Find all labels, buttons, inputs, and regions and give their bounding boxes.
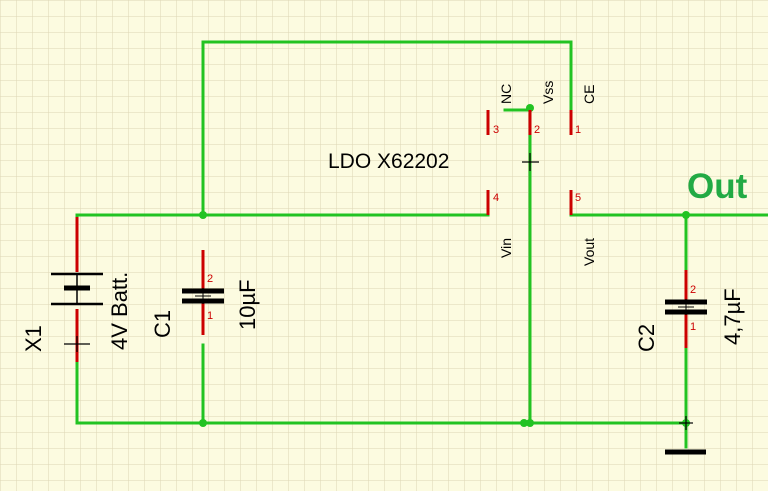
pin-number-vin: 4 (493, 192, 499, 204)
pin-number-vout: 5 (575, 192, 581, 204)
c1-pin-bottom: 1 (207, 310, 213, 322)
capacitor-symbol-icon (182, 250, 224, 335)
pin-number-ce: 1 (575, 124, 581, 136)
c2-pin-bottom: 1 (690, 321, 696, 333)
junction-node (682, 211, 690, 219)
capacitor-c1[interactable]: 2 1 C1 10µF (150, 250, 260, 338)
c1-value: 10µF (235, 279, 260, 330)
pin-name-vin: Vin (498, 238, 514, 258)
junction-node (199, 419, 207, 427)
junction-node (526, 104, 534, 112)
c1-ref: C1 (150, 310, 175, 338)
battery-symbol-icon (51, 217, 103, 362)
pin-name-ce: CE (581, 85, 597, 104)
pin-number-vss: 2 (534, 124, 540, 136)
junction-node (520, 419, 528, 427)
battery-x1[interactable]: 4V Batt. X1 (21, 217, 132, 362)
capacitor-symbol-icon (665, 270, 707, 348)
pin-name-vout: Vout (581, 238, 597, 266)
battery-value: 4V Batt. (107, 272, 132, 350)
regulator-name: LDO X62202 (328, 150, 449, 173)
c2-pin-top: 2 (690, 284, 696, 296)
c2-value: 4,7µF (720, 288, 745, 345)
ground-symbol-icon (665, 416, 706, 455)
c2-ref: C2 (634, 324, 659, 352)
junction-nodes (199, 104, 690, 427)
pin-name-vss: Vss (540, 81, 556, 104)
pin-number-nc: 3 (493, 124, 499, 136)
out-net-label: Out (687, 167, 748, 206)
capacitor-c2[interactable]: 2 1 C2 4,7µF (634, 270, 745, 352)
ldo-regulator[interactable]: LDO X62202 NC Vss CE Vin Vout 3 2 1 4 5 (328, 81, 597, 266)
junction-node (199, 211, 207, 219)
c1-pin-top: 2 (207, 273, 213, 285)
pin-name-nc: NC (498, 84, 514, 104)
battery-ref: X1 (21, 325, 46, 352)
junction-node (526, 419, 534, 427)
wire-top-loop[interactable] (201, 40, 573, 217)
